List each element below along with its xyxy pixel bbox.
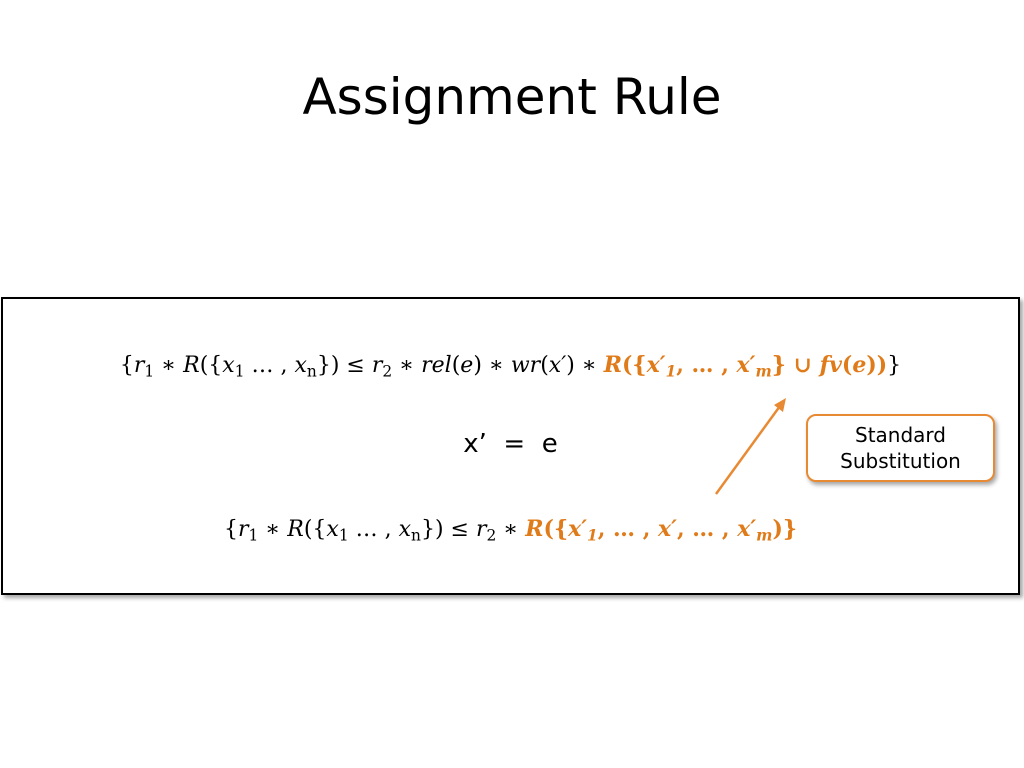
callout-line-2: Substitution: [840, 449, 961, 473]
precondition-formula: {r1 ∗ R({x1 … , xn}) ≤ r2 ∗ rel(e) ∗ wr(…: [119, 352, 902, 381]
assignment-command: x’ = e: [463, 429, 558, 459]
callout-line-1: Standard: [855, 423, 946, 447]
postcondition-formula: {r1 ∗ R({x1 … , xn}) ≤ r2 ∗ R({x′1, … , …: [223, 516, 798, 545]
slide-title: Assignment Rule: [302, 68, 722, 126]
standard-substitution-callout: Standard Substitution: [806, 414, 995, 482]
